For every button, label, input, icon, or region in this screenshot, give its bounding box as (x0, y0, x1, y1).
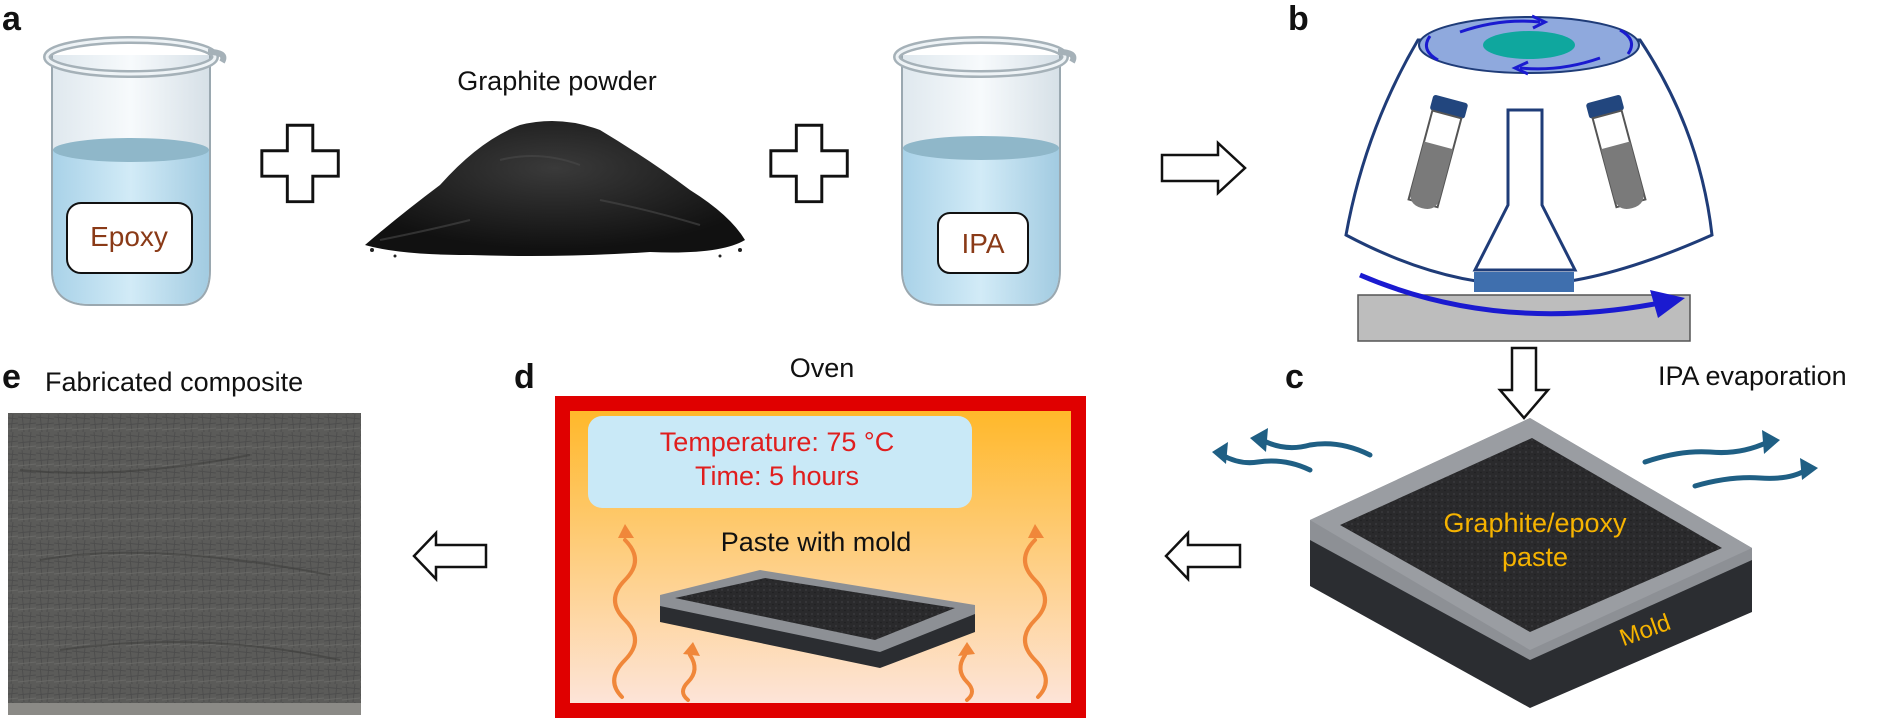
arrow-down-icon (1497, 346, 1551, 420)
ipa-label-box (937, 212, 1029, 274)
paste-label-line2: paste (1502, 542, 1568, 572)
arrow-left-icon (412, 529, 488, 583)
ipa-label: IPA (961, 228, 1004, 259)
oven: Temperature: 75 °C Time: 5 hours Paste w… (555, 396, 1086, 718)
ipa-evaporation-label: IPA evaporation (1658, 361, 1847, 391)
panel-label-c: c (1285, 358, 1304, 396)
epoxy-beaker: Epoxy (43, 36, 227, 306)
panel-label-e: e (2, 358, 21, 396)
vapor-arrows (1219, 437, 1809, 489)
paste-mold: Graphite/epoxy paste Mold (1310, 418, 1752, 708)
ipa-beaker: IPA (893, 36, 1077, 306)
oven-temperature: Temperature: 75 °C (660, 427, 894, 457)
centrifuge (1344, 14, 1714, 342)
arrow-right-icon (1160, 140, 1247, 196)
centrifuge-base (1357, 294, 1691, 342)
oven-time: Time: 5 hours (695, 461, 859, 491)
graphite-powder-label: Graphite powder (457, 66, 657, 96)
panel-label-b: b (1288, 0, 1309, 38)
plus-icon (769, 123, 849, 204)
composite-label: Fabricated composite (45, 367, 303, 397)
paste-with-mold-label: Paste with mold (721, 527, 912, 557)
graphite-powder-pile (365, 121, 745, 258)
panel-label-d: d (514, 358, 535, 396)
panel-label-a: a (2, 0, 22, 38)
oven-settings-box (588, 416, 972, 508)
vapor-arrowheads (1212, 428, 1818, 480)
heat-waves (612, 538, 1048, 702)
composite-photo (8, 413, 361, 715)
paste-label-line1: Graphite/epoxy (1443, 508, 1627, 538)
arrow-left-icon (1164, 529, 1242, 583)
plus-icon (260, 123, 340, 204)
epoxy-label: Epoxy (90, 221, 168, 252)
oven-title: Oven (790, 353, 855, 383)
epoxy-label-box (66, 202, 193, 274)
heat-arrowheads (618, 524, 1044, 656)
